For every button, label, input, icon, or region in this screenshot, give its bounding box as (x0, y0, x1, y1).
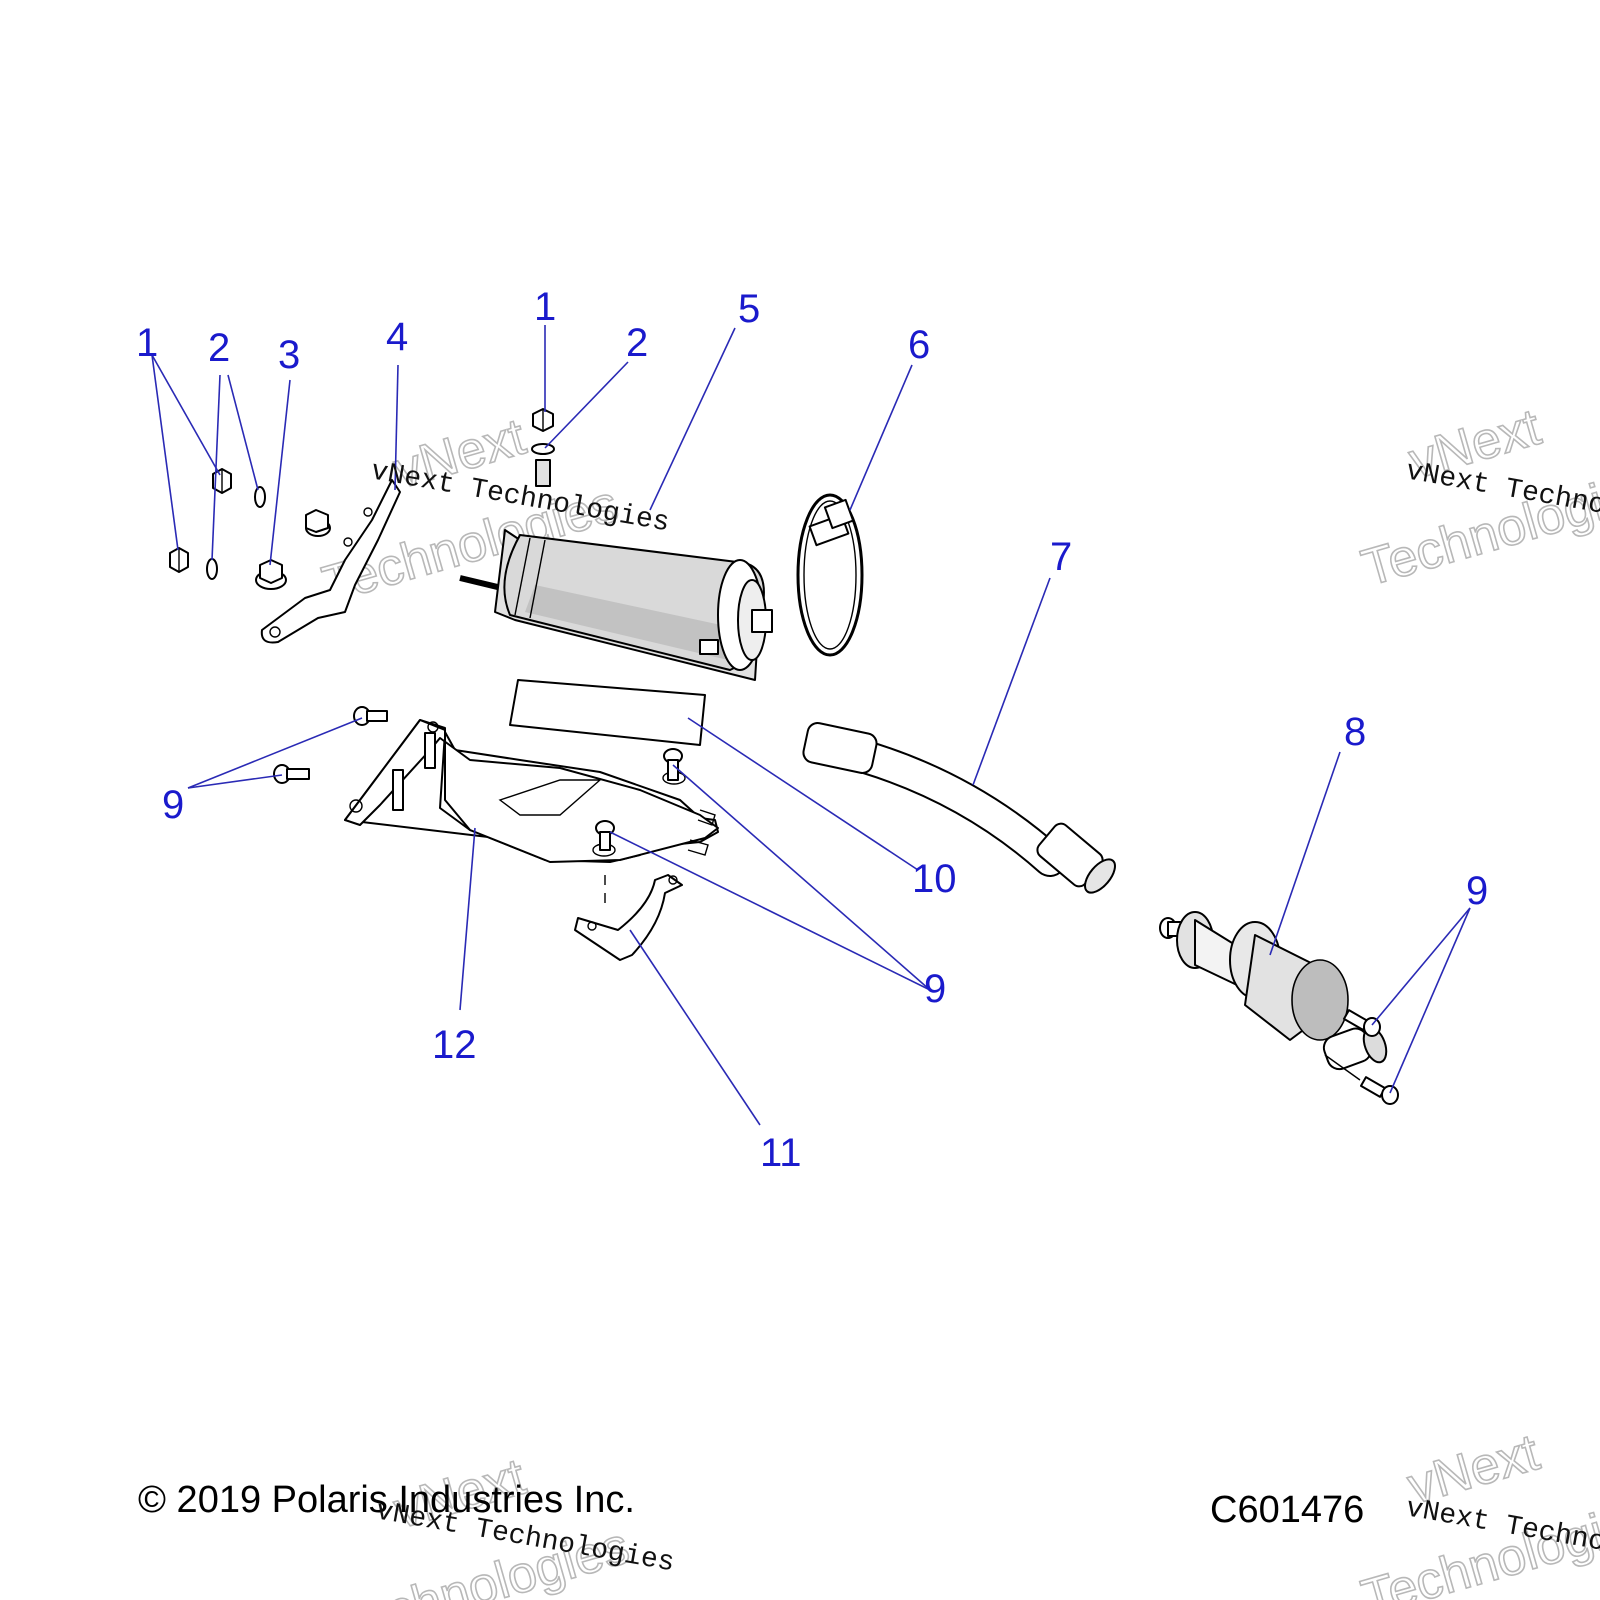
part-nut-left-lower (169, 547, 189, 573)
callout-12: 12 (432, 1023, 477, 1067)
part-starter-motor-5 (459, 529, 773, 681)
part-screw-9-d (595, 820, 615, 851)
callout-8: 8 (1344, 710, 1366, 754)
part-screw-9-e (1342, 1009, 1381, 1037)
callout-3: 3 (278, 333, 300, 377)
callout-7: 7 (1050, 535, 1072, 579)
callout-numbers: 1 2 3 4 1 2 5 6 7 8 9 10 9 12 11 9 (136, 285, 1488, 1175)
part-washer-left-lower (206, 558, 218, 580)
callout-4: 4 (386, 315, 408, 359)
callout-1-top: 1 (534, 285, 556, 329)
part-starter-drive-8 (1159, 911, 1388, 1081)
part-main-bracket-12 (344, 719, 719, 863)
watermark-group-bottom-right: vNext Technologies (1355, 1422, 1600, 1600)
callout-9-right: 9 (1466, 869, 1488, 913)
part-flange-nut-3 (255, 559, 287, 590)
callout-10: 10 (912, 857, 957, 901)
callout-2-left: 2 (208, 326, 230, 370)
part-screw-9-f (1359, 1076, 1399, 1105)
part-screw-9-a (353, 706, 388, 726)
diagram-code: C601476 (1210, 1489, 1364, 1531)
part-pad-10 (509, 679, 706, 746)
callout-9-left: 9 (162, 783, 184, 827)
callout-6: 6 (908, 323, 930, 367)
callout-9-center: 9 (924, 967, 946, 1011)
leader-lines (151, 325, 1471, 1126)
callout-1-left: 1 (136, 321, 158, 365)
callout-2-top: 2 (626, 321, 648, 365)
part-bracket-4 (260, 479, 401, 644)
part-washer-top (531, 443, 555, 455)
callout-11: 11 (760, 1131, 802, 1175)
part-nut-top (532, 408, 554, 432)
part-cable-7 (802, 722, 1116, 894)
part-screw-9-c (663, 748, 683, 781)
callout-5: 5 (738, 287, 760, 331)
part-screw-9-b (273, 764, 310, 784)
part-nut-left-upper (212, 468, 232, 494)
copyright-text: © 2019 Polaris Industries Inc. (138, 1479, 635, 1521)
part-hose-clamp-6 (796, 493, 864, 657)
part-strap-11 (574, 874, 683, 961)
part-washer-left-upper (254, 486, 266, 508)
part-stud-top (535, 459, 551, 487)
